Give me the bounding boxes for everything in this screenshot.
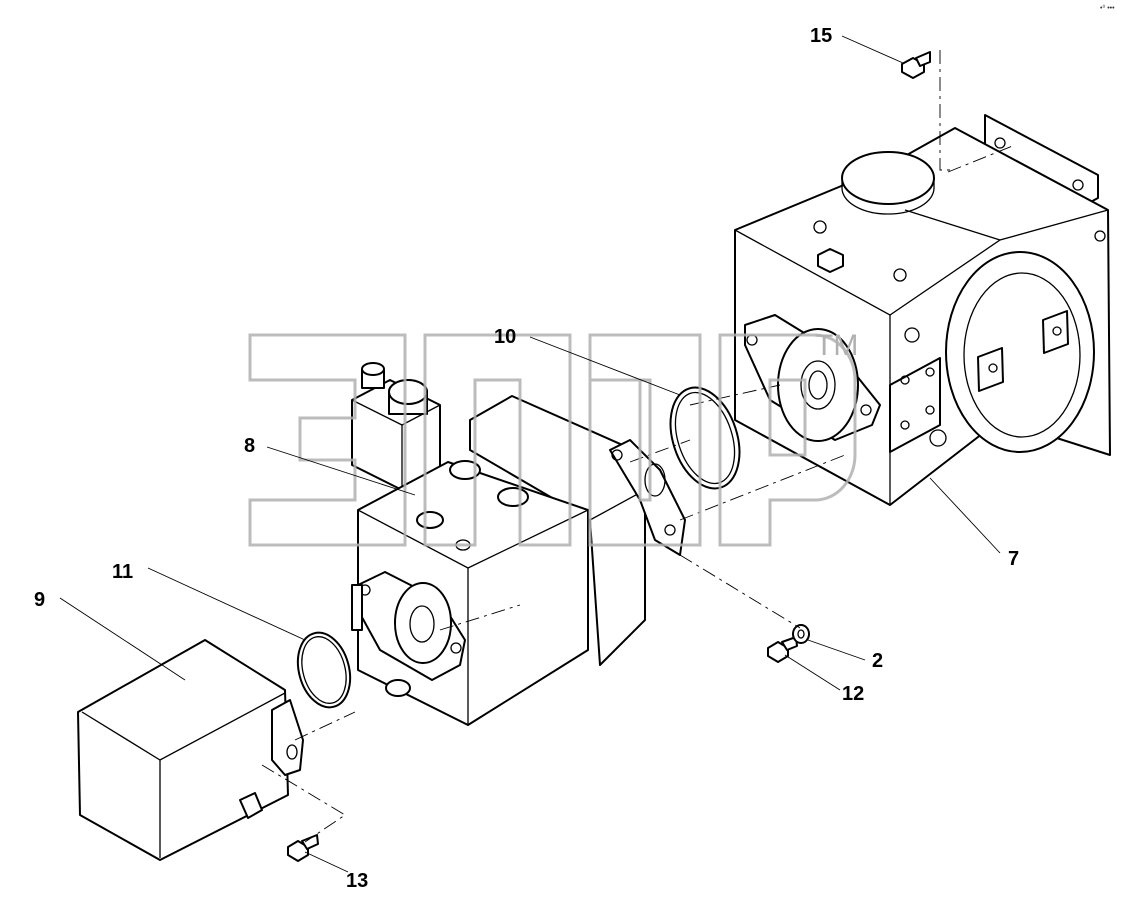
- o-ring-small: [296, 631, 352, 709]
- side-hole: [904, 327, 920, 343]
- port-hole: [925, 405, 935, 415]
- top-hole: [893, 268, 907, 282]
- pump-body-center: [351, 362, 686, 726]
- washer: [792, 624, 810, 644]
- end-cover: [77, 639, 304, 861]
- watermark-trademark: TM: [815, 329, 858, 362]
- solenoid-coil-cap: [388, 379, 428, 405]
- watermark-glyph: [718, 333, 857, 547]
- axis-line: [679, 454, 846, 521]
- face-square-lug: [977, 347, 1004, 392]
- leader-10: [529, 336, 681, 396]
- spline-shaft: [800, 360, 836, 410]
- rear-spline: [644, 463, 666, 497]
- axis-line: [679, 554, 801, 629]
- solenoid-nut-top: [361, 362, 385, 376]
- leader-11: [147, 567, 306, 641]
- top-hole: [813, 220, 827, 234]
- flange-bolt-hole: [860, 404, 872, 416]
- face-square-lug: [1042, 310, 1069, 354]
- axis-line: [439, 604, 521, 631]
- body-edge: [734, 209, 1109, 316]
- lug-hole: [1052, 326, 1062, 336]
- bolt-head: [767, 641, 789, 663]
- axis-line: [689, 384, 781, 406]
- side-tab: [351, 584, 363, 631]
- bolt-shank: [781, 636, 798, 651]
- axis-line: [294, 711, 356, 741]
- port-hole: [900, 375, 910, 385]
- watermark-glyph: [248, 333, 407, 547]
- callout-12: 12: [842, 683, 864, 705]
- body-edge: [904, 209, 1001, 241]
- face-ring-inner: [963, 272, 1081, 438]
- leader-12: [784, 654, 841, 691]
- callout-15: 15: [810, 25, 832, 47]
- lug-hole: [988, 363, 998, 373]
- port-hole: [900, 420, 910, 430]
- callout-11: 11: [112, 561, 133, 583]
- top-port: [449, 460, 481, 480]
- callout-8: 8: [244, 435, 255, 457]
- front-bore: [394, 582, 452, 664]
- cover-foot: [239, 792, 263, 819]
- callout-2: 2: [872, 650, 883, 672]
- corner-mark: •⁰ •••: [1100, 4, 1115, 12]
- cover-body: [77, 639, 289, 861]
- callout-9: 9: [34, 589, 45, 611]
- leader-2: [807, 639, 866, 661]
- bolt-top: [901, 51, 931, 79]
- leader-15: [841, 35, 904, 64]
- callout-13: 13: [346, 870, 368, 892]
- axis-line: [939, 50, 950, 171]
- top-port: [416, 511, 444, 529]
- leader-9: [59, 597, 186, 681]
- axis-line: [261, 764, 346, 843]
- front-flange-hole: [450, 642, 462, 654]
- bolt-shank: [915, 51, 931, 67]
- leader-8: [266, 446, 416, 496]
- axis-line: [947, 144, 1016, 173]
- front-spline: [409, 605, 435, 643]
- cover-lug: [271, 699, 304, 776]
- bottom-boss: [385, 679, 411, 697]
- rear-edge: [589, 489, 646, 521]
- bolt-head: [287, 840, 309, 862]
- rear-section: [469, 395, 646, 666]
- watermark-glyph: [423, 333, 572, 547]
- pump-body-right: [734, 114, 1111, 506]
- o-ring-small-inner: [301, 636, 347, 704]
- face-ring-outer: [945, 251, 1095, 453]
- top-boss-side: [841, 178, 935, 215]
- rear-flange-hole: [611, 449, 623, 461]
- rear-flange-hole: [664, 524, 676, 536]
- top-port: [497, 487, 529, 507]
- washer-ring: [792, 624, 810, 644]
- bolt-bottom: [287, 834, 319, 862]
- leader-13: [304, 851, 349, 873]
- flange-hole: [994, 137, 1006, 149]
- leader-7: [929, 477, 1001, 554]
- spline-shaft-core: [808, 370, 828, 400]
- top-plug: [817, 248, 844, 273]
- flange-hole: [1072, 179, 1084, 191]
- side-hole: [929, 429, 947, 447]
- top-boss: [841, 151, 935, 205]
- callout-10: 10: [494, 326, 516, 348]
- corner-hole: [1094, 230, 1106, 242]
- washer-hole: [797, 629, 805, 639]
- bolt-right: [767, 636, 798, 663]
- callout-7: 7: [1008, 548, 1019, 570]
- port-hole: [925, 367, 935, 377]
- watermark: TM: [248, 329, 858, 547]
- cover-lug-hole: [286, 744, 298, 760]
